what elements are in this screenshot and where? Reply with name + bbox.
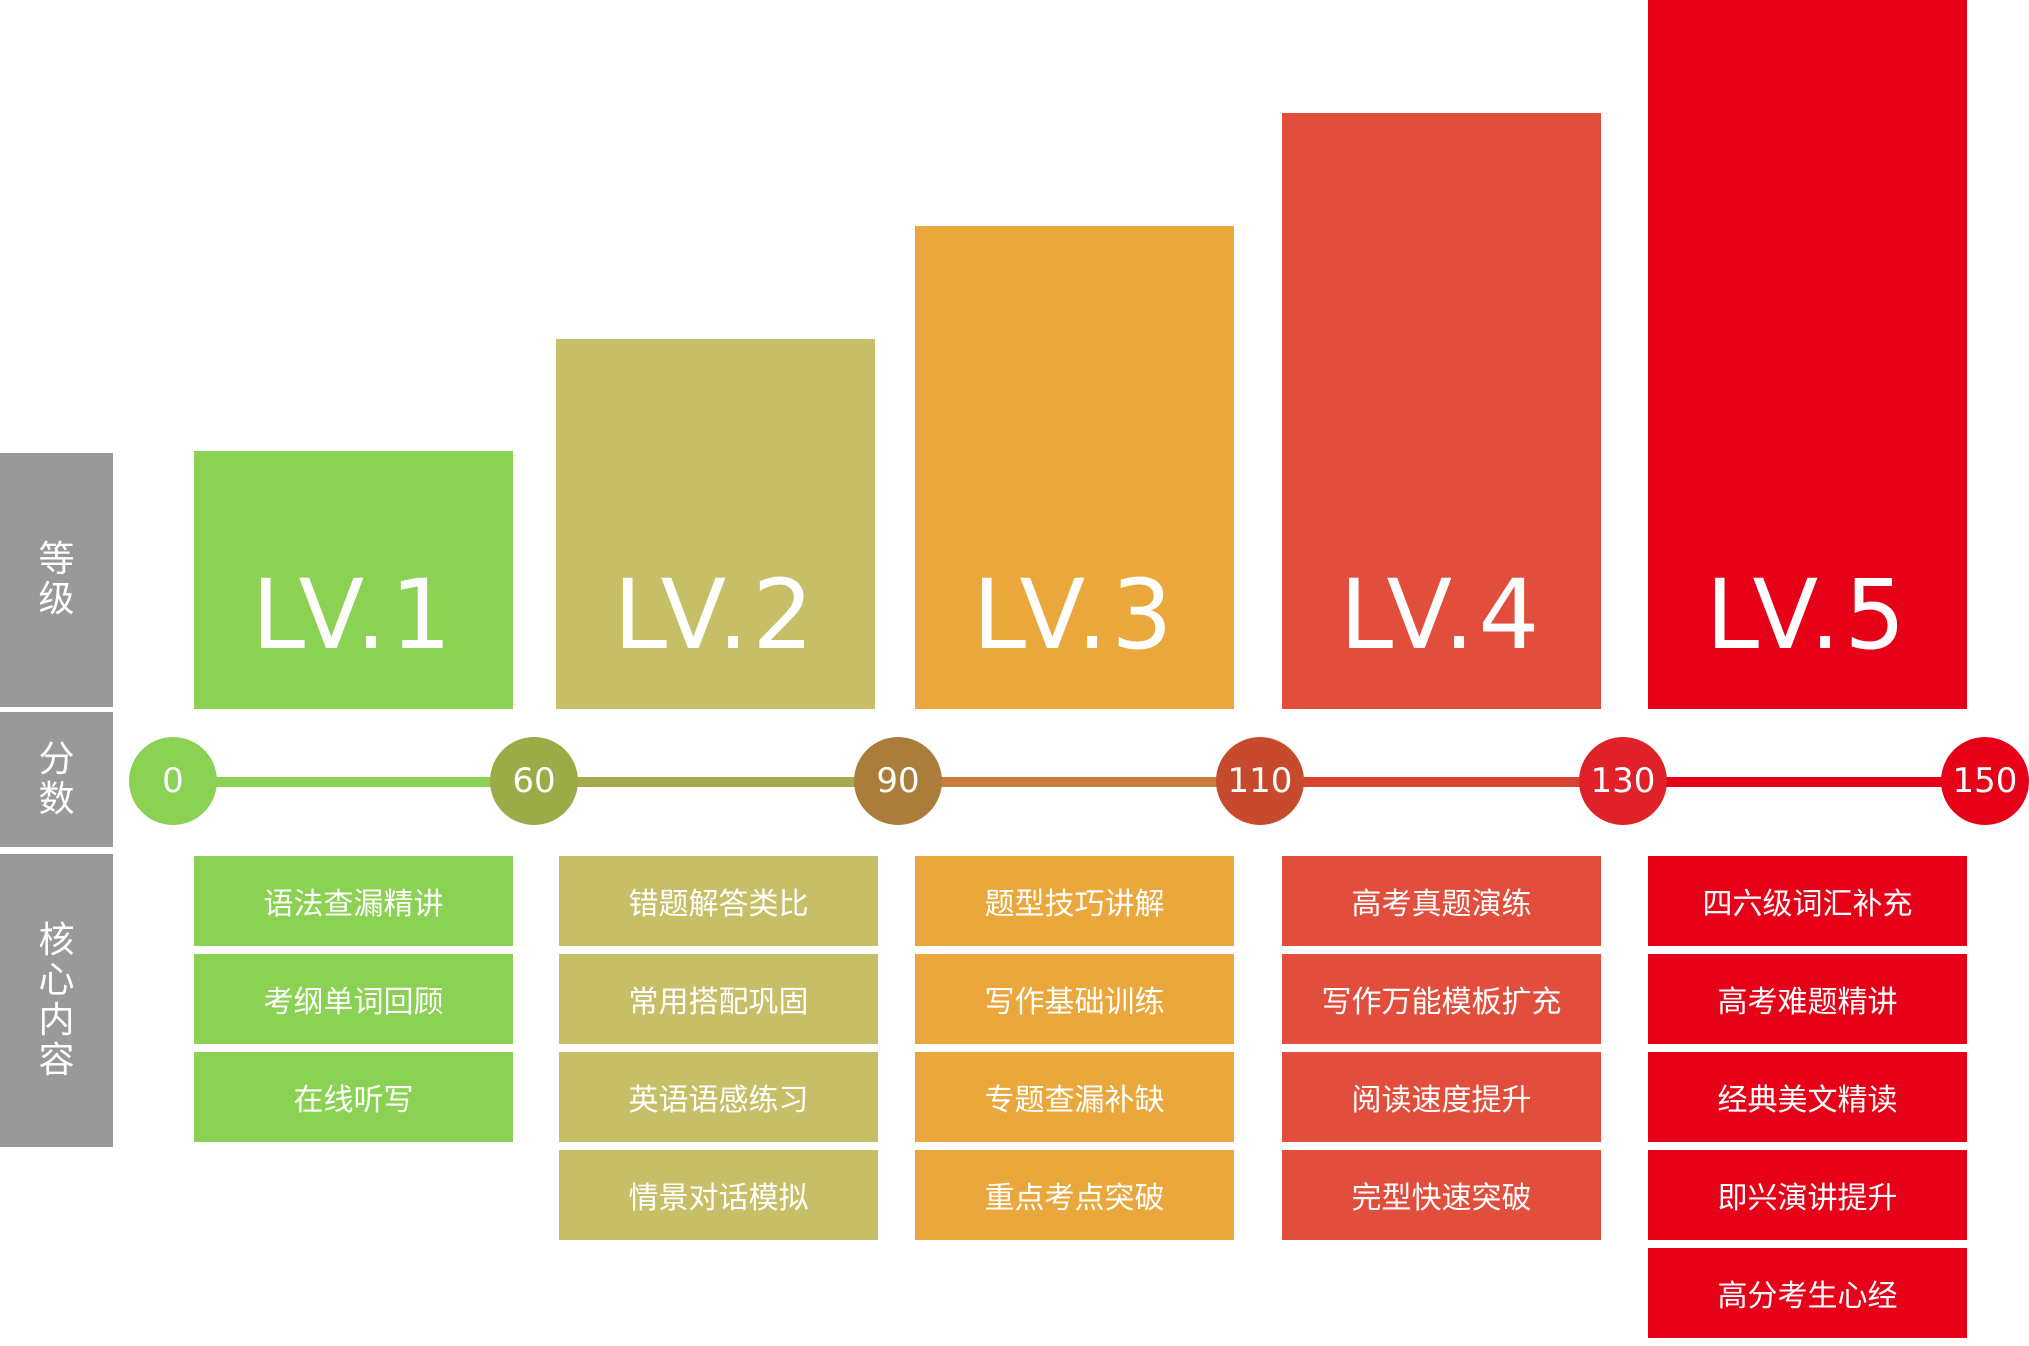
score-segment-5 (1622, 777, 1985, 787)
row-label-level-text: 等级 (38, 539, 75, 620)
score-node-150: 150 (1941, 737, 2029, 825)
content-item: 即兴演讲提升 (1648, 1150, 1967, 1240)
level-bar-4: LV.4 (1282, 113, 1601, 709)
level-label-5: LV.5 (1705, 559, 1910, 671)
content-column-3: 题型技巧讲解 写作基础训练 专题查漏补缺 重点考点突破 (915, 856, 1234, 1248)
level-label-2: LV.2 (613, 559, 818, 671)
level-label-3: LV.3 (972, 559, 1177, 671)
content-item: 语法查漏精讲 (194, 856, 513, 946)
score-node-text-60: 60 (512, 761, 556, 801)
level-bar-5: LV.5 (1648, 0, 1967, 709)
content-column-2: 错题解答类比 常用搭配巩固 英语语感练习 情景对话模拟 (559, 856, 878, 1248)
content-item: 经典美文精读 (1648, 1052, 1967, 1142)
level-bar-1: LV.1 (194, 451, 513, 709)
score-node-text-130: 130 (1590, 761, 1656, 801)
row-label-score-text: 分数 (38, 738, 75, 820)
content-column-4: 高考真题演练 写作万能模板扩充 阅读速度提升 完型快速突破 (1282, 856, 1601, 1248)
content-item: 高分考生心经 (1648, 1248, 1967, 1338)
level-bar-3: LV.3 (915, 226, 1234, 709)
score-node-0: 0 (129, 737, 217, 825)
score-node-text-150: 150 (1952, 761, 2018, 801)
row-label-content-text: 核心内容 (38, 919, 75, 1081)
row-label-level: 等级 (0, 453, 113, 707)
score-node-60: 60 (490, 737, 578, 825)
content-item: 完型快速突破 (1282, 1150, 1601, 1240)
score-node-90: 90 (854, 737, 942, 825)
score-node-130: 130 (1579, 737, 1667, 825)
score-segment-3 (898, 777, 1263, 787)
score-node-text-110: 110 (1227, 761, 1293, 801)
content-item: 高考真题演练 (1282, 856, 1601, 946)
content-column-5: 四六级词汇补充 高考难题精讲 经典美文精读 即兴演讲提升 高分考生心经 (1648, 856, 1967, 1346)
content-item: 写作基础训练 (915, 954, 1234, 1044)
level-label-1: LV.1 (251, 559, 456, 671)
score-segment-4 (1260, 777, 1625, 787)
score-node-text-90: 90 (876, 761, 920, 801)
content-item: 英语语感练习 (559, 1052, 878, 1142)
content-column-1: 语法查漏精讲 考纲单词回顾 在线听写 (194, 856, 513, 1150)
score-node-text-0: 0 (162, 761, 184, 801)
content-item: 情景对话模拟 (559, 1150, 878, 1240)
content-item: 考纲单词回顾 (194, 954, 513, 1044)
content-item: 写作万能模板扩充 (1282, 954, 1601, 1044)
row-label-score: 分数 (0, 712, 113, 847)
content-item: 阅读速度提升 (1282, 1052, 1601, 1142)
score-segment-1 (173, 777, 538, 787)
content-item: 错题解答类比 (559, 856, 878, 946)
level-label-4: LV.4 (1339, 559, 1544, 671)
content-item: 重点考点突破 (915, 1150, 1234, 1240)
row-label-content: 核心内容 (0, 854, 113, 1147)
level-bar-2: LV.2 (556, 339, 875, 709)
score-segment-2 (534, 777, 899, 787)
content-item: 高考难题精讲 (1648, 954, 1967, 1044)
content-item: 题型技巧讲解 (915, 856, 1234, 946)
score-node-110: 110 (1216, 737, 1304, 825)
content-item: 常用搭配巩固 (559, 954, 878, 1044)
content-item: 专题查漏补缺 (915, 1052, 1234, 1142)
content-item: 在线听写 (194, 1052, 513, 1142)
content-item: 四六级词汇补充 (1648, 856, 1967, 946)
